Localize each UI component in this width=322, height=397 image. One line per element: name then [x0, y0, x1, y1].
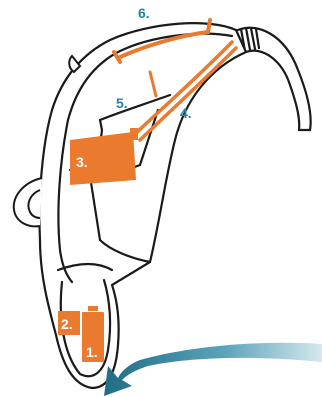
label-2: 2. — [61, 316, 73, 332]
label-1: 1. — [86, 344, 98, 360]
volume-control — [14, 178, 42, 226]
label-4: 4. — [180, 105, 192, 121]
label-3: 3. — [76, 154, 88, 170]
label-5: 5. — [116, 95, 128, 111]
ear-hook — [236, 28, 311, 130]
arrow — [104, 343, 322, 396]
label-6: 6. — [138, 5, 150, 21]
